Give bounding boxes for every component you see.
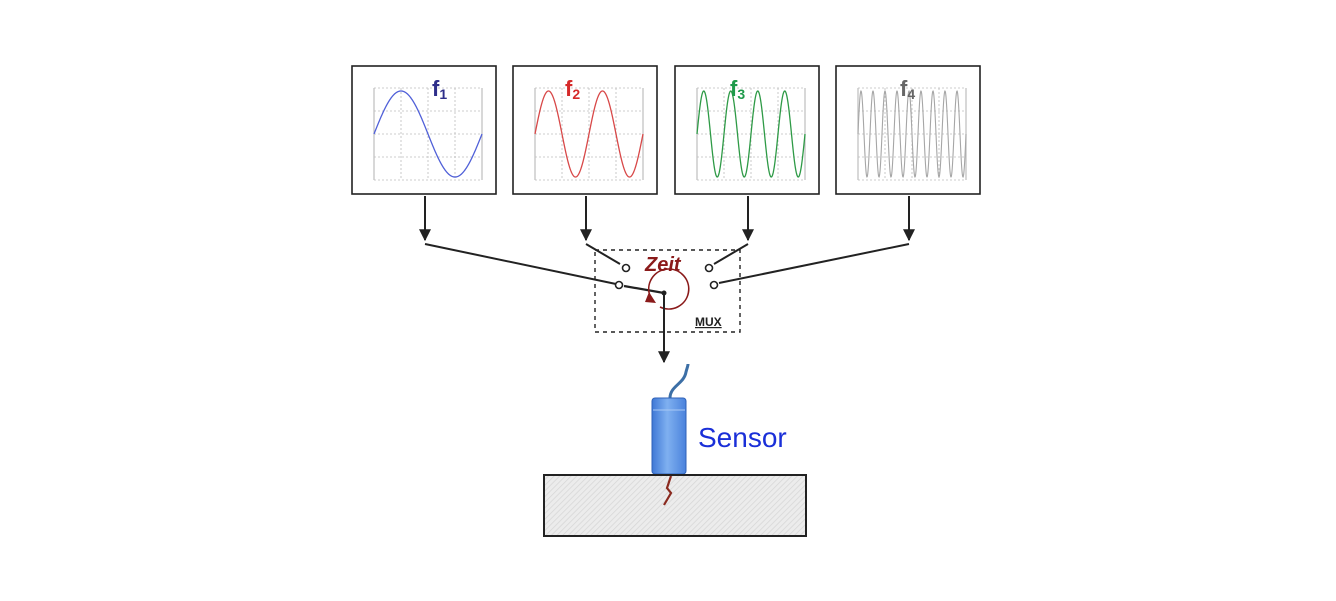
sensor-body [651, 397, 687, 475]
line-to-contact-3 [713, 243, 749, 265]
mux-contact-2 [621, 263, 631, 273]
rotation-arrow-head [645, 292, 656, 303]
mux-pivot [661, 290, 667, 296]
crack [663, 475, 673, 506]
signal-label-1: f1 [432, 76, 447, 102]
signal-label-3: f3 [730, 76, 745, 102]
line-to-contact-4 [718, 243, 910, 284]
time-label: Zeit [644, 254, 682, 276]
sensor-cable [668, 363, 690, 399]
waveform-1 [373, 90, 483, 178]
signal-panel-4: f4 [835, 65, 981, 195]
signal-label-2: f2 [565, 76, 580, 102]
rotation-arrow [647, 268, 690, 310]
line-to-contact-2 [585, 243, 621, 265]
specimen [543, 474, 807, 537]
signal-panel-1: f1 [351, 65, 497, 195]
line-to-contact-1 [424, 243, 617, 285]
mux-contact-3 [704, 263, 714, 273]
sensor: Sensor [651, 363, 787, 475]
mux-switch-arm [623, 284, 665, 295]
signal-label-4: f4 [900, 76, 915, 102]
mux-label: MUX [695, 315, 722, 329]
waveform-4 [857, 89, 967, 179]
signal-connections [419, 196, 915, 285]
waveform-3 [696, 90, 806, 178]
signal-panel-2: f2 [512, 65, 658, 195]
mux-box [594, 249, 741, 333]
mux-contact-1 [614, 280, 624, 290]
signal-panel-3: f3 [674, 65, 820, 195]
waveform-2 [534, 90, 644, 178]
sensor-label: Sensor [698, 422, 787, 453]
multiplexer: Zeit MUX [594, 249, 741, 364]
specimen-block [543, 474, 807, 537]
mux-contact-4 [709, 280, 719, 290]
